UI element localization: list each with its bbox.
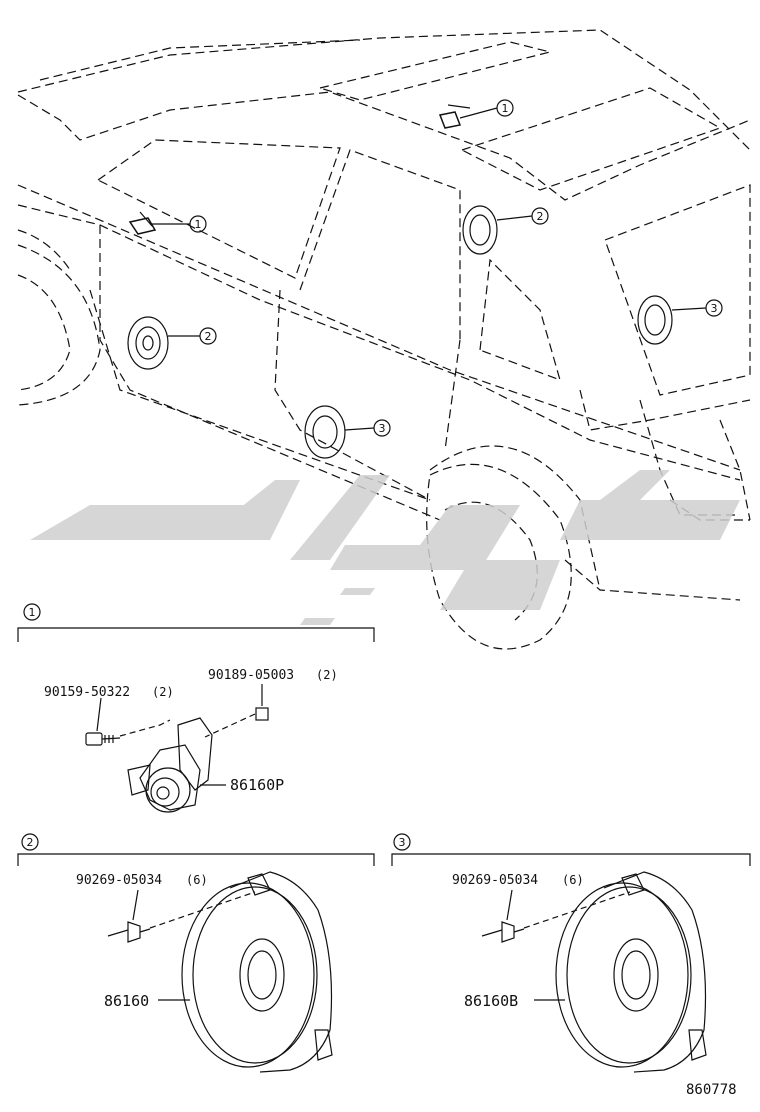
roof-tweeter-icon: [438, 104, 471, 129]
part-qty-90269-05034-right: (6): [562, 873, 584, 887]
part-label-90159-50322: 90159-50322: [44, 685, 130, 700]
nut-90189-icon: [255, 707, 269, 721]
section-2-bracket: [17, 833, 375, 866]
speaker-86160b-icon: [555, 871, 707, 1073]
rear-quarter-speaker-icon: [637, 295, 673, 345]
rear-pillar-speaker-icon: [462, 205, 498, 255]
vehicle-callouts: [189, 99, 723, 437]
part-label-86160p: 86160P: [230, 776, 284, 794]
section-3-bracket: [391, 833, 751, 866]
part-qty-90159-50322: (2): [152, 685, 174, 699]
part-label-86160: 86160: [104, 992, 149, 1010]
rear-door-speaker-icon: [304, 405, 346, 459]
part-label-90269-05034-right: 90269-05034: [452, 873, 538, 888]
part-label-90269-05034-left: 90269-05034: [76, 873, 162, 888]
svg-text:3: 3: [399, 836, 406, 849]
svg-text:1: 1: [195, 218, 202, 231]
svg-text:3: 3: [711, 302, 718, 315]
watermark-logo: [30, 470, 740, 625]
front-tweeter-icon: [128, 211, 157, 235]
section-1-bracket: [17, 603, 375, 642]
part-qty-90189-05003: (2): [316, 668, 338, 682]
callout-numbers: 1 1 2 2 3 3 1 2 3: [27, 102, 718, 849]
svg-text:2: 2: [205, 330, 212, 343]
svg-text:1: 1: [29, 606, 36, 619]
part-qty-90269-05034-left: (6): [186, 873, 208, 887]
clip-90269-left-icon: [107, 921, 151, 943]
svg-text:3: 3: [379, 422, 386, 435]
part-label-86160b: 86160B: [464, 992, 518, 1010]
bolt-90159-icon: [85, 732, 121, 746]
vehicle-outline: [17, 29, 751, 650]
clip-90269-right-icon: [481, 921, 525, 943]
tweeter-86160p-icon: [127, 717, 226, 813]
figure-number: 860778: [686, 1082, 737, 1098]
part-label-90189-05003: 90189-05003: [208, 668, 294, 683]
front-door-speaker-icon: [127, 316, 169, 370]
speaker-86160-icon: [181, 871, 333, 1073]
svg-text:2: 2: [27, 836, 34, 849]
part-labels: 90159-50322 (2) 90189-05003 (2) 86160P 9…: [44, 668, 737, 1098]
svg-text:1: 1: [502, 102, 509, 115]
svg-text:2: 2: [537, 210, 544, 223]
leader-lines: [152, 107, 707, 431]
